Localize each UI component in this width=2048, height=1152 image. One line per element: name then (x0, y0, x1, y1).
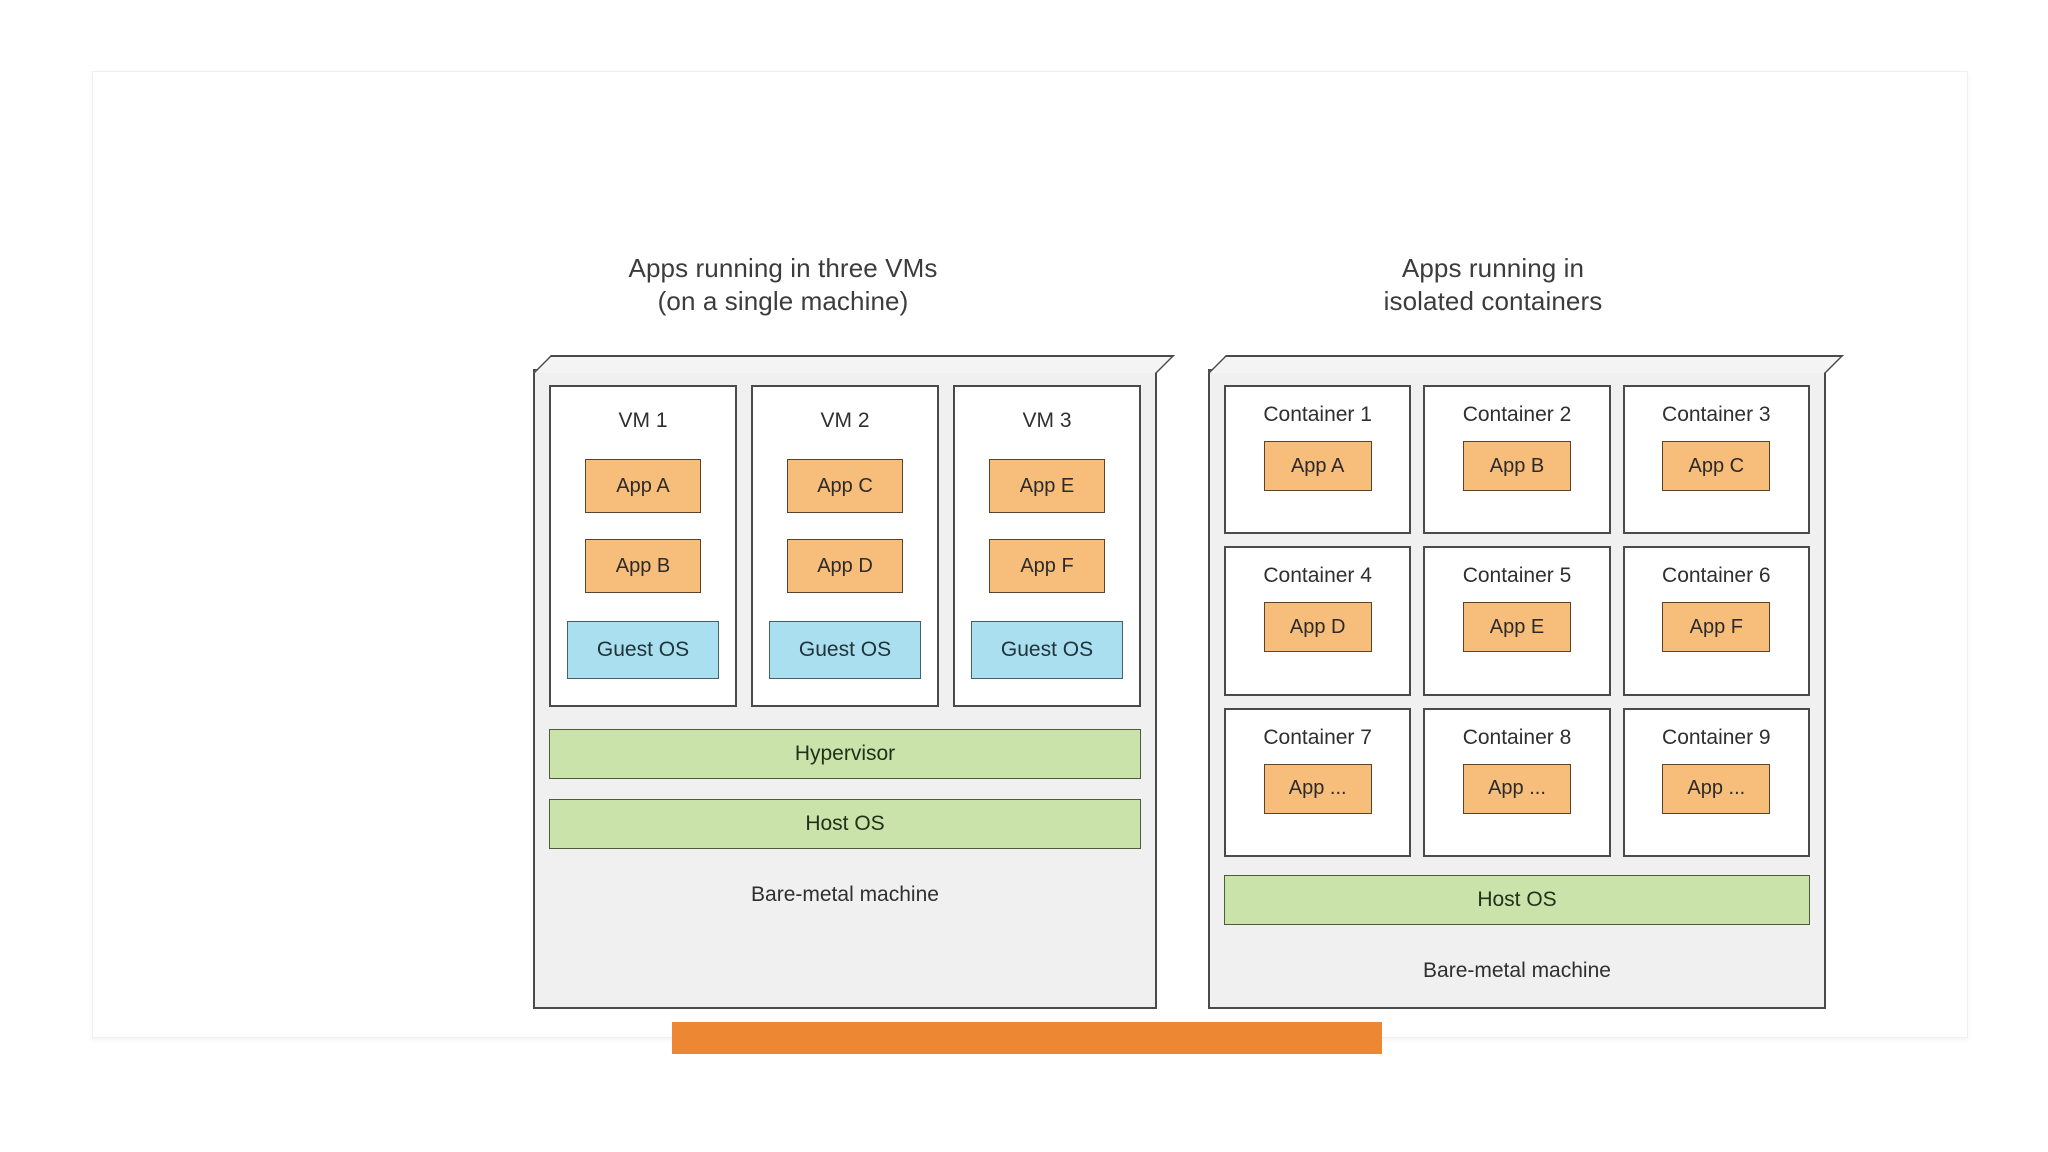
host-os-bar[interactable]: Host OS (549, 799, 1141, 849)
app-box[interactable]: App C (1662, 441, 1771, 491)
container-panel-title: Apps running in isolated containers (1383, 253, 1603, 316)
guest-os-box[interactable]: Guest OS (971, 621, 1123, 679)
app-box[interactable]: App B (585, 539, 701, 593)
app-box[interactable]: App C (787, 459, 903, 513)
container-label: Container 5 (1462, 564, 1572, 588)
vm-bare-metal-machine: VM 1 App A App B Guest OS VM 2 App C App… (533, 355, 1175, 1009)
app-box[interactable]: App A (585, 459, 701, 513)
app-box[interactable]: App ... (1662, 763, 1771, 814)
container-label: Container 1 (1263, 403, 1372, 426)
container-bare-metal-machine: Container 1 App A Container 2 App B Cont… (1208, 355, 1844, 1009)
app-box[interactable]: App B (1462, 441, 1571, 491)
app-box[interactable]: App E (1462, 602, 1571, 653)
app-box[interactable]: App F (989, 539, 1105, 593)
orange-accent-bar (672, 1022, 1382, 1054)
guest-os-box[interactable]: Guest OS (567, 621, 719, 679)
container-cell-3[interactable]: Container 3 App C (1622, 385, 1810, 535)
app-box[interactable]: App ... (1462, 763, 1571, 814)
container-cell-9[interactable]: Container 9 App ... (1622, 707, 1810, 857)
container-label: Container 4 (1263, 564, 1372, 588)
vm-machine-contents: VM 1 App A App B Guest OS VM 2 App C App… (549, 385, 1141, 1007)
container-cell-4[interactable]: Container 4 App D (1224, 546, 1412, 696)
bare-metal-label: Bare-metal machine (1423, 959, 1611, 982)
container-machine-contents: Container 1 App A Container 2 App B Cont… (1224, 385, 1810, 1007)
container-label: Container 2 (1462, 403, 1572, 426)
vm-panel-title: Apps running in three VMs (on a single m… (628, 253, 938, 316)
container-label: Container 3 (1662, 403, 1771, 426)
vm-label: VM 3 (1022, 409, 1072, 432)
container-label: Container 8 (1462, 725, 1572, 749)
container-grid: Container 1 App A Container 2 App B Cont… (1224, 385, 1810, 857)
container-label: Container 7 (1263, 725, 1372, 749)
container-cell-7[interactable]: Container 7 App ... (1224, 707, 1412, 857)
vm-card-1[interactable]: VM 1 App A App B Guest OS (549, 385, 737, 707)
container-label: Container 6 (1662, 564, 1771, 588)
vm-card-3[interactable]: VM 3 App E App F Guest OS (953, 385, 1141, 707)
container-cell-5[interactable]: Container 5 App E (1423, 546, 1611, 696)
app-box[interactable]: App ... (1263, 763, 1372, 814)
host-os-bar[interactable]: Host OS (1224, 875, 1810, 925)
container-cell-6[interactable]: Container 6 App F (1622, 546, 1810, 696)
hypervisor-bar[interactable]: Hypervisor (549, 729, 1141, 779)
container-cell-8[interactable]: Container 8 App ... (1423, 707, 1611, 857)
machine-lid-3d (533, 355, 1175, 373)
container-cell-1[interactable]: Container 1 App A (1224, 385, 1412, 535)
machine-lid-3d (1208, 355, 1844, 373)
app-box[interactable]: App D (787, 539, 903, 593)
vm-label: VM 1 (618, 409, 668, 432)
diagram-card: Apps running in three VMs (on a single m… (92, 71, 1968, 1038)
container-label: Container 9 (1662, 725, 1771, 749)
vm-card-2[interactable]: VM 2 App C App D Guest OS (751, 385, 939, 707)
app-box[interactable]: App F (1662, 602, 1771, 653)
bare-metal-label: Bare-metal machine (751, 883, 939, 906)
vm-label: VM 2 (820, 409, 870, 432)
app-box[interactable]: App E (989, 459, 1105, 513)
vm-row: VM 1 App A App B Guest OS VM 2 App C App… (549, 385, 1141, 707)
guest-os-box[interactable]: Guest OS (769, 621, 921, 679)
app-box[interactable]: App D (1263, 602, 1372, 653)
container-cell-2[interactable]: Container 2 App B (1423, 385, 1611, 535)
app-box[interactable]: App A (1263, 441, 1372, 491)
